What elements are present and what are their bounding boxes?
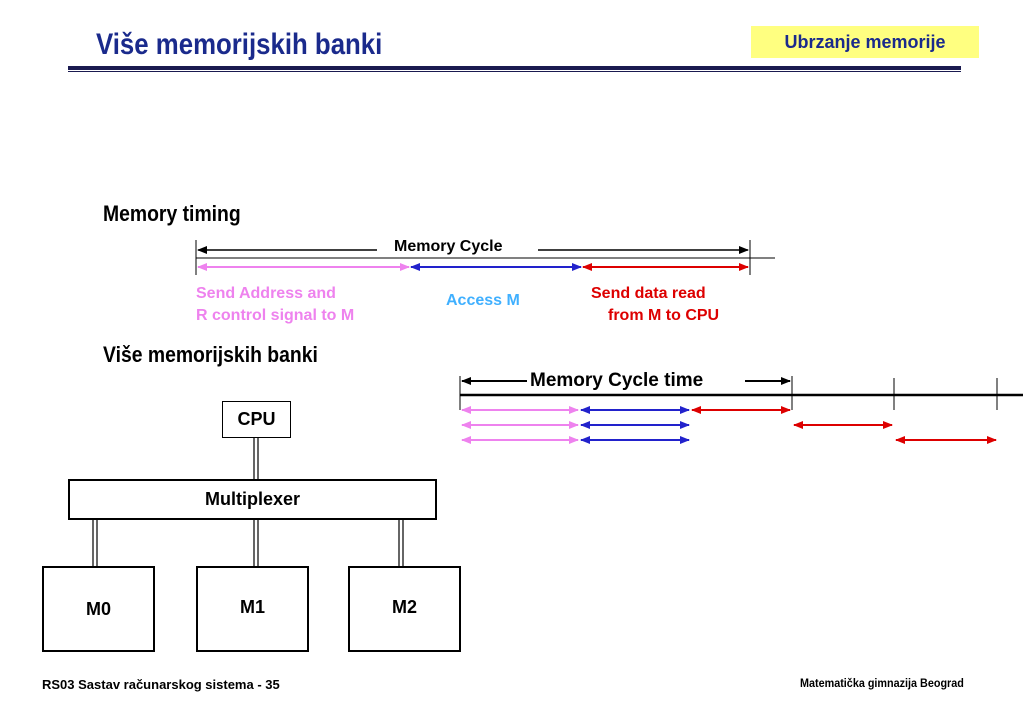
footer-course: RS03 Sastav računarskog sistema - 35	[42, 677, 280, 692]
section-badge: Ubrzanje memorije	[751, 26, 979, 58]
bank-m0-box: M0	[42, 566, 155, 652]
send-address-label-line2: R control signal to M	[196, 307, 355, 324]
bank-m2-label: M2	[391, 597, 417, 617]
banks-heading: Više memorijskih banki	[103, 342, 318, 367]
slide-title: Više memorijskih banki	[96, 28, 383, 61]
bank-m2-box: M2	[348, 566, 461, 652]
memory-timing-heading: Memory timing	[103, 201, 241, 226]
send-data-label-line1: Send data read	[591, 285, 706, 302]
cpu-box: CPU	[222, 401, 291, 438]
bank-m0-label: M0	[85, 598, 111, 619]
bank-m1-label: M1	[239, 597, 265, 617]
access-m-label: Access M	[446, 292, 520, 309]
multiplexer-label: Multiplexer	[204, 489, 301, 509]
title-divider	[68, 66, 961, 70]
bank-m1-box: M1	[196, 566, 309, 652]
send-address-label-line1: Send Address and	[196, 285, 336, 302]
multiplexer-box: Multiplexer	[68, 479, 437, 520]
title-divider-thin	[68, 71, 961, 72]
cycle-time-label: Memory Cycle time	[530, 370, 704, 391]
send-data-label-line2: from M to CPU	[608, 307, 720, 324]
memory-cycle-label: Memory Cycle	[394, 238, 503, 255]
cpu-label: CPU	[237, 409, 276, 429]
footer-school: Matematička gimnazija Beograd	[800, 676, 964, 690]
